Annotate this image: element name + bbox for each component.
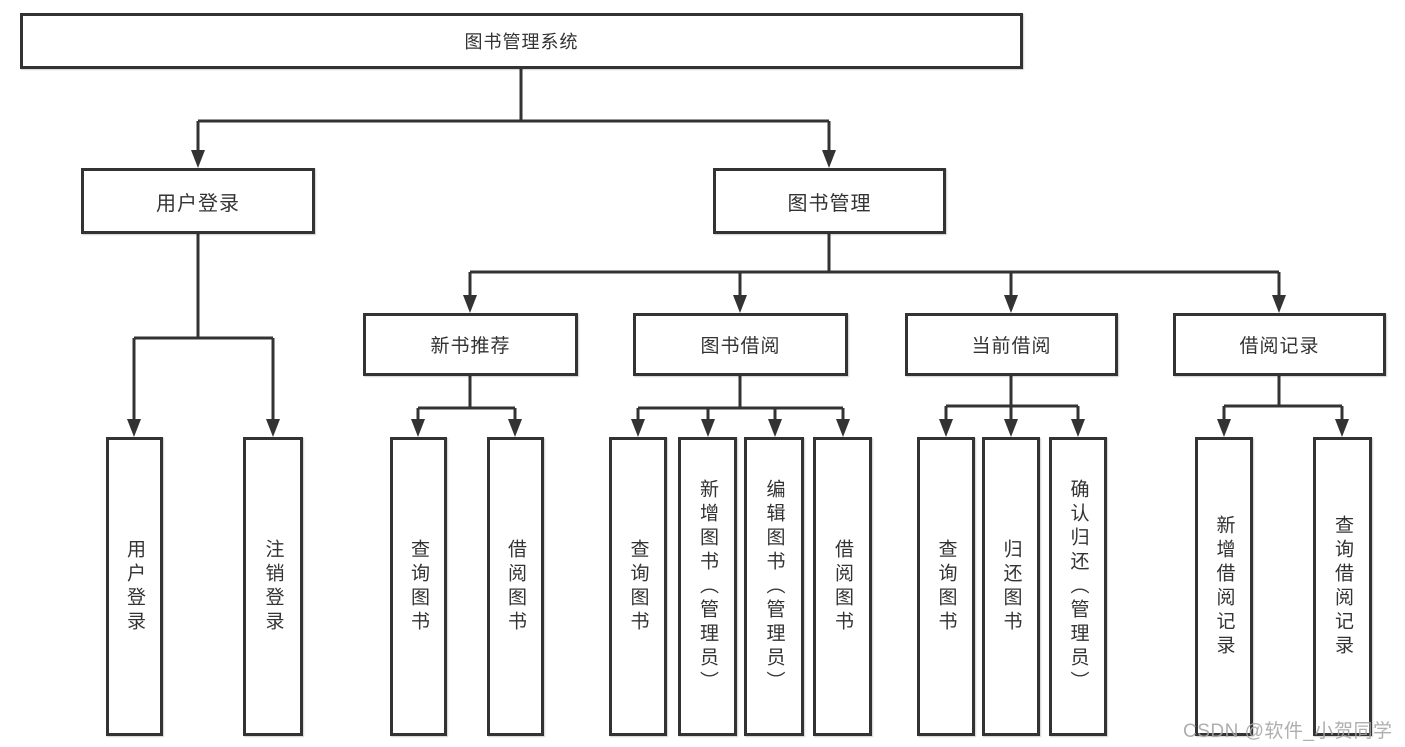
leaf-logout-label: 注销登录: [262, 538, 284, 635]
leaf-nbr-borrow-book-label: 借阅图书: [505, 538, 526, 635]
leaf-br-query-record-label: 查询借阅记录: [1332, 514, 1353, 659]
leaf-bb-add-book-admin: 新增图书（管理员）: [678, 437, 737, 736]
leaf-cb-confirm-return-admin: 确认归还（管理员）: [1049, 437, 1107, 736]
leaf-bb-query-book-label: 查询图书: [627, 538, 649, 635]
leaf-bb-edit-book-admin: 编辑图书（管理员）: [744, 437, 804, 736]
leaf-user-login: 用户登录: [106, 437, 163, 736]
node-book-borrow: 图书借阅: [633, 313, 848, 376]
leaf-cb-return-book-label: 归还图书: [1000, 538, 1022, 635]
node-current-borrow: 当前借阅: [905, 313, 1118, 376]
leaf-nbr-borrow-book: 借阅图书: [487, 437, 544, 736]
leaf-bb-borrow-book: 借阅图书: [813, 437, 872, 736]
leaf-bb-borrow-book-label: 借阅图书: [832, 538, 853, 635]
node-new-book-rec: 新书推荐: [363, 313, 578, 376]
leaf-br-add-record-label: 新增借阅记录: [1213, 514, 1235, 659]
leaf-cb-return-book: 归还图书: [982, 437, 1040, 736]
leaf-br-query-record: 查询借阅记录: [1313, 437, 1372, 736]
node-borrow-records-label: 借阅记录: [1239, 336, 1320, 357]
leaf-nbr-query-book-label: 查询图书: [408, 538, 429, 635]
leaf-bb-edit-book-admin-label: 编辑图书（管理员）: [763, 478, 785, 695]
leaf-bb-query-book: 查询图书: [609, 437, 667, 736]
node-book-mgmt: 图书管理: [713, 168, 946, 234]
node-current-borrow-label: 当前借阅: [971, 336, 1052, 357]
leaf-nbr-query-book: 查询图书: [390, 437, 447, 736]
watermark: CSDN @软件_小贺同学: [1183, 721, 1393, 742]
node-root: 图书管理系统: [20, 13, 1023, 69]
leaf-bb-add-book-admin-label: 新增图书（管理员）: [697, 478, 718, 695]
node-book-borrow-label: 图书借阅: [700, 336, 781, 357]
leaf-logout: 注销登录: [243, 437, 303, 736]
leaf-user-login-label: 用户登录: [124, 538, 145, 635]
leaf-cb-query-book: 查询图书: [917, 437, 975, 736]
node-new-book-rec-label: 新书推荐: [430, 336, 511, 357]
node-borrow-records: 借阅记录: [1173, 313, 1386, 376]
arrowheads: [127, 150, 1349, 437]
leaf-cb-confirm-return-admin-label: 确认归还（管理员）: [1067, 478, 1089, 695]
node-root-label: 图书管理系统: [464, 32, 579, 52]
node-user-login: 用户登录: [81, 168, 315, 234]
leaf-cb-query-book-label: 查询图书: [935, 538, 957, 635]
node-user-login-label: 用户登录: [156, 192, 240, 215]
leaf-br-add-record: 新增借阅记录: [1195, 437, 1253, 736]
node-book-mgmt-label: 图书管理: [787, 192, 872, 215]
